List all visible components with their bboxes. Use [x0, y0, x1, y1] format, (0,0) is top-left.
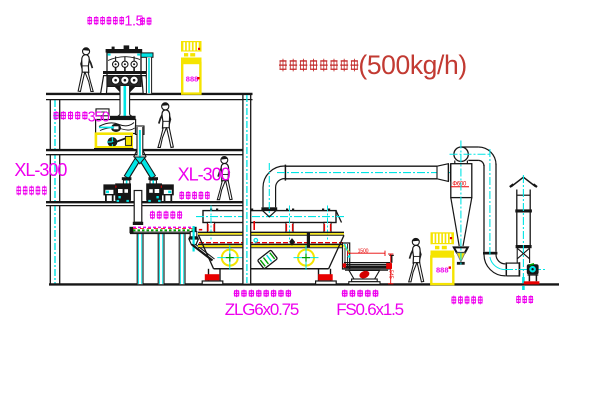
svg-text:545: 545 — [388, 270, 394, 279]
svg-text:XL-300: XL-300 — [178, 165, 231, 185]
svg-text:888: 888 — [436, 266, 449, 275]
svg-text:ZLG6x0.75: ZLG6x0.75 — [225, 300, 299, 319]
svg-text:Φ600: Φ600 — [452, 181, 467, 187]
svg-text:888: 888 — [186, 75, 199, 84]
svg-text:350: 350 — [88, 109, 110, 125]
svg-text:XL-300: XL-300 — [14, 160, 67, 180]
svg-text:(500kg/h): (500kg/h) — [358, 50, 466, 80]
svg-text:FS0.6x1.5: FS0.6x1.5 — [336, 300, 403, 319]
svg-text:1500: 1500 — [358, 248, 369, 254]
svg-text:1.5: 1.5 — [124, 14, 143, 30]
